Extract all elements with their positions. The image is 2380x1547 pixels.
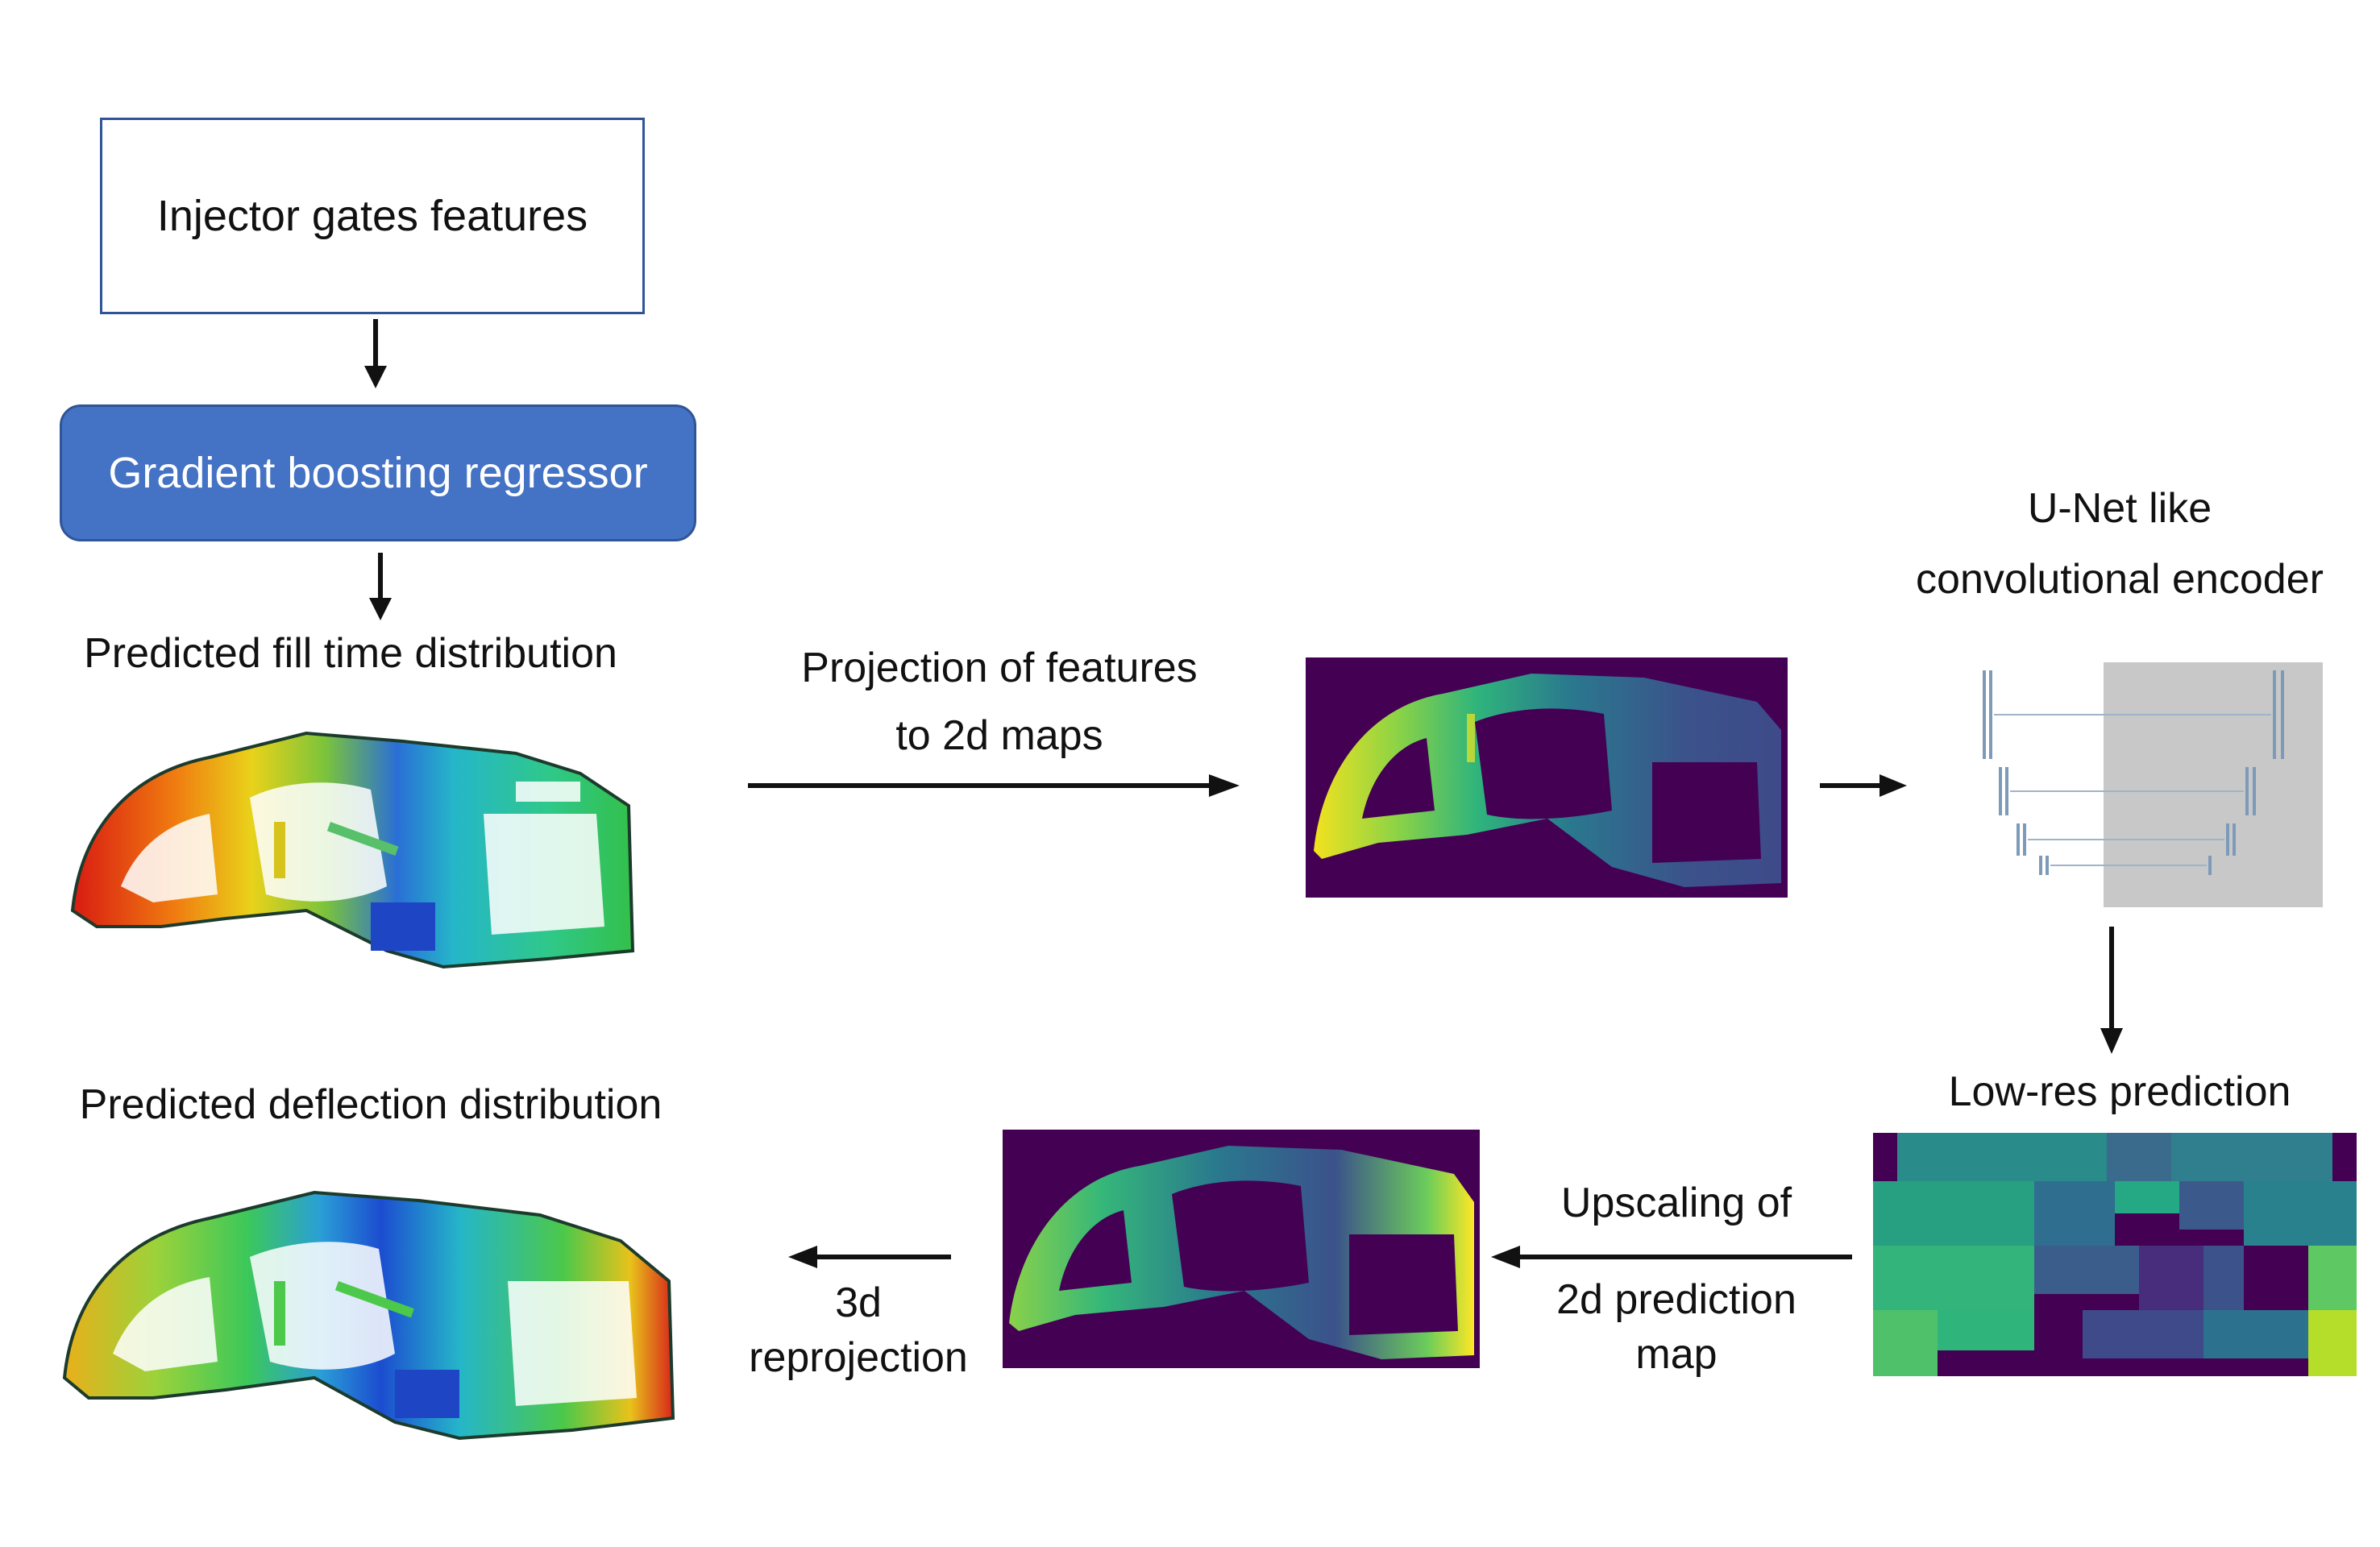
upscale-label-line-1: Upscaling of [1560,1180,1792,1226]
upscale-label-line-2: 2d prediction [1556,1276,1796,1323]
arrow-down-icon [364,319,387,388]
regressor-box: Gradient boosting regressor [60,404,696,541]
unet-label-line-1: U-Net like [2027,485,2212,532]
unet-encoder-diagram [1983,662,2323,907]
reprojection-label-line-2: reprojection [749,1334,968,1381]
projection-label-line-1: Projection of features [801,645,1198,691]
upscale-label-line-3: map [1635,1331,1718,1378]
input-features-box: Injector gates features [100,118,645,314]
unet-label-line-2: convolutional encoder [1916,556,2324,603]
arrow-right-icon [1820,774,1907,797]
regressor-label: Gradient boosting regressor [108,449,648,497]
arrow-left-icon [1491,1246,1852,1268]
fill-time-label: Predicted fill time distribution [84,630,617,677]
input-features-label: Injector gates features [156,192,588,240]
arrow-right-icon [748,774,1240,797]
fill-time-part-image [70,731,635,969]
lowres-label: Low-res prediction [1948,1068,2291,1115]
projection-label-line-2: to 2d maps [895,712,1103,759]
arrow-down-icon [2100,927,2123,1054]
deflection-part-image [62,1190,675,1441]
lowres-prediction-image [1873,1133,2357,1376]
upscaled-prediction-map-image [1003,1130,1480,1368]
feature-2d-map-image [1306,657,1788,898]
deflection-label: Predicted deflection distribution [79,1081,662,1128]
reprojection-label-line-1: 3d [835,1279,882,1326]
arrow-down-icon [369,553,392,620]
arrow-left-icon [788,1246,951,1268]
